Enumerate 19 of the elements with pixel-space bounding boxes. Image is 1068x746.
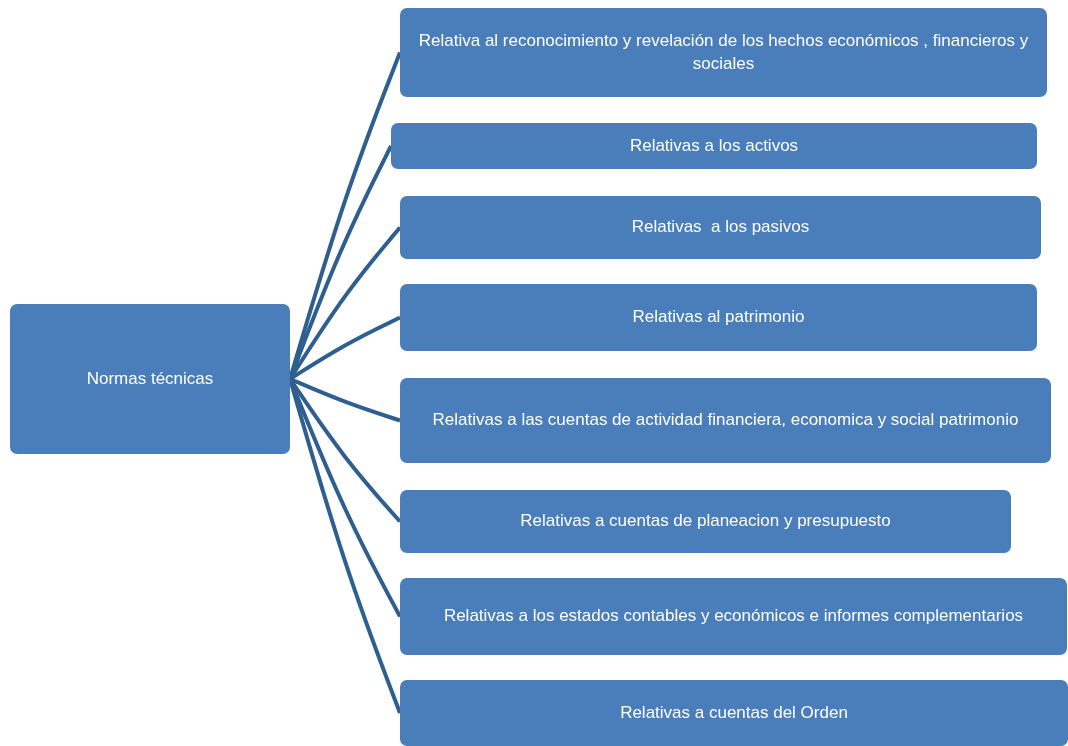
category-box: [400, 8, 1047, 97]
root-box: [10, 304, 290, 454]
box-label: Relativas a cuentas de planeacion y presupuesto: [520, 510, 891, 533]
box-label: Relativa al reconocimiento y revelación de los hechos económicos , financieros y sociales: [417, 30, 1030, 75]
category-box: [400, 284, 1037, 351]
box-label: Relativas a cuentas del Orden: [620, 701, 848, 724]
box-label: Relativas a los pasivos: [631, 216, 810, 239]
box-label: Relativas a las cuentas de actividad financiera, economica y social patrimonio: [432, 409, 1019, 432]
category-box: [400, 196, 1041, 259]
category-box: [400, 578, 1067, 655]
category-box: [400, 680, 1068, 746]
category-box: [391, 123, 1037, 169]
box-label: Relativas a los activos: [629, 134, 799, 157]
box-label: Relativas al patrimonio: [632, 306, 805, 329]
box-label: Normas técnicas: [86, 367, 214, 390]
connector-line: [289, 377, 401, 423]
category-box: [400, 378, 1051, 463]
box-label: Relativas a los estados contables y económicos e informes complementarios: [443, 605, 1024, 628]
category-box: [400, 490, 1011, 553]
